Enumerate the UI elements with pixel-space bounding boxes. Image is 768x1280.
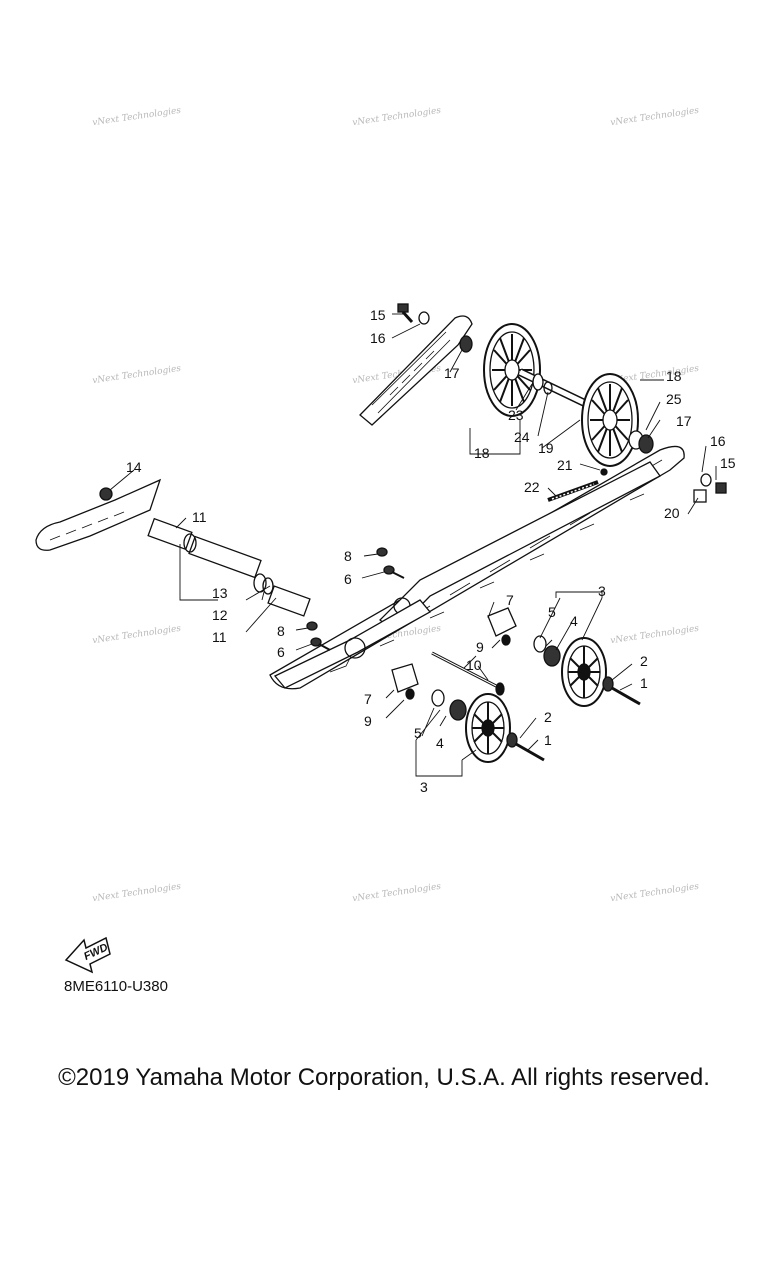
bolt-14	[99, 487, 113, 501]
callout-1: 1	[544, 732, 552, 748]
callout-15: 15	[370, 307, 386, 323]
callout-25: 25	[666, 391, 682, 407]
callout-11: 11	[192, 509, 207, 525]
callout-1: 1	[640, 675, 648, 691]
callout-18: 18	[666, 368, 682, 384]
callout-6: 6	[277, 644, 285, 660]
bushing-7-upper	[487, 607, 517, 646]
callout-12: 12	[212, 607, 228, 623]
callout-16: 16	[710, 433, 726, 449]
callout-3: 3	[420, 779, 428, 795]
callout-4: 4	[436, 735, 444, 751]
callout-7: 7	[364, 691, 372, 707]
callout-5: 5	[548, 604, 556, 620]
adjuster-rod-22	[547, 468, 608, 502]
bolt-15-lower	[693, 473, 727, 503]
callout-2: 2	[544, 709, 552, 725]
idler-wheel-lower	[431, 689, 545, 763]
callout-15: 15	[720, 455, 736, 471]
bushing-7-lower	[391, 663, 419, 700]
front-arm	[273, 599, 432, 689]
copyright-notice: ©2019 Yamaha Motor Corporation, U.S.A. A…	[58, 1064, 710, 1091]
callout-20: 20	[664, 505, 680, 521]
diagram-code: 8ME6110-U380	[64, 978, 168, 995]
callout-11: 11	[212, 629, 227, 645]
callout-23: 23	[508, 407, 524, 423]
fwd-arrow-icon	[64, 936, 111, 974]
callout-8: 8	[277, 623, 285, 639]
callout-4: 4	[570, 613, 578, 629]
callout-14: 14	[126, 459, 142, 475]
callout-17: 17	[676, 413, 692, 429]
callout-8: 8	[344, 548, 352, 564]
callout-18: 18	[474, 445, 490, 461]
callout-labels: 15 16 17 23 24 19 18 18 25 17 16 15 20 2…	[126, 307, 736, 795]
callout-16: 16	[370, 330, 386, 346]
callout-7: 7	[506, 592, 514, 608]
callout-9: 9	[476, 639, 484, 655]
bolt-6-8-set	[306, 547, 405, 651]
left-slide-rail	[35, 478, 162, 551]
callout-2: 2	[640, 653, 648, 669]
callout-3: 3	[598, 583, 606, 599]
rear-wheel-left	[459, 323, 541, 417]
axle-shaft-10	[431, 651, 505, 696]
leader-lines	[109, 313, 717, 777]
bolt-15-upper	[397, 303, 430, 325]
callout-9: 9	[364, 713, 372, 729]
callout-5: 5	[414, 725, 422, 741]
rear-wheel-right	[581, 373, 654, 467]
callout-19: 19	[538, 440, 554, 456]
callout-21: 21	[557, 457, 573, 473]
callout-10: 10	[466, 657, 482, 673]
idler-wheel-upper	[533, 635, 641, 707]
callout-6: 6	[344, 571, 352, 587]
callout-17: 17	[444, 365, 460, 381]
callout-13: 13	[212, 585, 228, 601]
front-axle-tube	[147, 517, 311, 617]
callout-24: 24	[514, 429, 530, 445]
callout-22: 22	[524, 479, 540, 495]
